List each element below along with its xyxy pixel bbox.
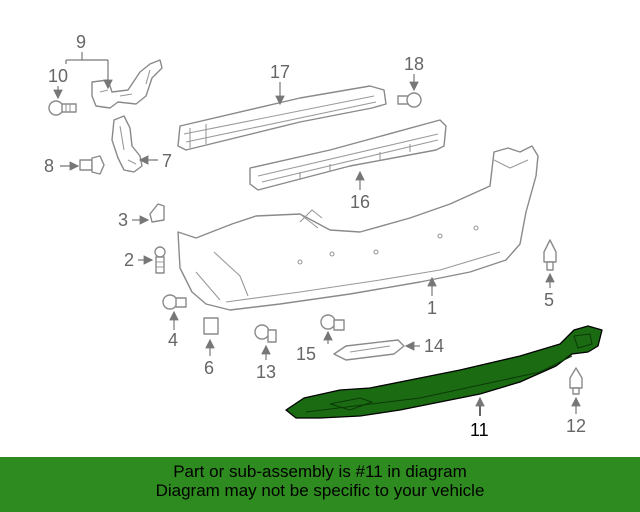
callout-17: 17 [270, 62, 290, 82]
part-8-clip[interactable] [79, 155, 105, 175]
callout-4: 4 [168, 330, 178, 350]
part-17-reinforcement[interactable] [177, 85, 387, 151]
banner-line-2: Diagram may not be specific to your vehi… [155, 481, 485, 500]
callout-3: 3 [118, 210, 128, 230]
part-15-clip[interactable] [320, 314, 345, 331]
part-10-bolt[interactable] [48, 100, 77, 116]
callout-13: 13 [256, 362, 276, 382]
part-5-clip[interactable] [543, 239, 557, 271]
callout-11: 11 [470, 420, 489, 440]
info-banner: Part or sub-assembly is #11 in diagram D… [0, 457, 640, 512]
part-13-clip[interactable] [254, 324, 277, 343]
part-18-bolt[interactable] [397, 92, 422, 108]
part-4-clip[interactable] [162, 294, 187, 310]
part-3-retainer[interactable] [149, 203, 165, 223]
part-11-lower-valance[interactable] [285, 325, 603, 419]
part-1-bumper-cover[interactable] [177, 145, 539, 311]
callout-14: 14 [424, 336, 444, 356]
callout-1: 1 [427, 298, 437, 318]
parts-diagram: 9 10 7 8 17 18 16 [44, 32, 603, 440]
callout-2: 2 [124, 250, 134, 270]
callout-9: 9 [76, 32, 86, 52]
callout-10: 10 [48, 66, 68, 86]
banner-line-1: Part or sub-assembly is #11 in diagram [173, 462, 467, 481]
callout-16: 16 [350, 192, 370, 212]
callout-6: 6 [204, 358, 214, 378]
callout-18: 18 [404, 54, 424, 74]
part-14-reflector[interactable] [333, 339, 405, 361]
callout-7: 7 [162, 151, 172, 171]
part-7-bracket[interactable] [111, 115, 143, 173]
callout-12: 12 [566, 416, 586, 436]
callout-15: 15 [296, 344, 316, 364]
part-16-absorber[interactable] [249, 119, 447, 191]
part-2-bolt[interactable] [154, 246, 166, 274]
part-6-pad[interactable] [203, 317, 219, 335]
part-9-bracket[interactable] [91, 59, 163, 109]
part-12-clip[interactable] [569, 367, 583, 395]
callout-5: 5 [544, 290, 554, 310]
callout-8: 8 [44, 156, 54, 176]
